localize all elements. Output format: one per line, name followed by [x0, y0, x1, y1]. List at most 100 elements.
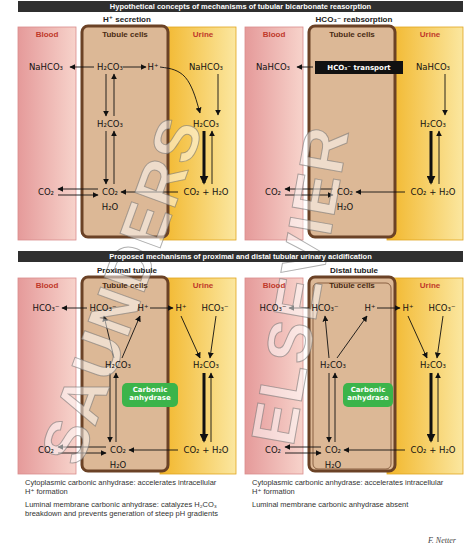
reaction-arrow: [377, 308, 400, 309]
node-text: Tubule cells: [80, 278, 170, 290]
enzyme-label: Carbonic anhydrase: [122, 383, 178, 407]
chemical-species: HCO₃⁻: [429, 303, 456, 313]
chemical-species-holder: H₂O: [337, 202, 354, 212]
chemical-species-holder: H₂O: [102, 202, 119, 212]
blood-column: Blood: [18, 27, 76, 240]
reaction-arrow: [212, 131, 213, 184]
caption-note: Luminal membrane carbonic anhydrase: cat…: [25, 500, 230, 519]
reaction-arrow: [58, 453, 106, 454]
chemical-species: H⁺: [176, 303, 187, 313]
reaction-arrow: [123, 67, 146, 68]
chemical-species: CO₂: [110, 445, 126, 455]
node-text: Tubule cells: [307, 27, 397, 39]
cell-membrane: [82, 26, 168, 237]
reaction-arrow: [218, 74, 219, 115]
chemical-species-holder: HCO₃⁻: [312, 303, 339, 313]
chemical-species-holder: H₂CO₃: [193, 360, 219, 370]
chemical-species: H⁺: [403, 303, 414, 313]
node-text: Blood: [245, 278, 303, 290]
transport-bar: HCO₃⁻ transport: [315, 61, 403, 74]
chemical-species-holder: CO₂: [265, 187, 281, 197]
tubule-lumen: [160, 27, 236, 240]
tubule-cell: Tubule cells: [80, 27, 170, 240]
chemical-species-holder: NaHCO₃: [29, 62, 63, 72]
chemical-species: H₂CO₃: [97, 62, 123, 72]
reaction-arrow: [285, 447, 321, 448]
chemical-species-holder: CO₂ + H₂O: [410, 445, 455, 455]
chemical-species-holder: HCO₃⁻: [33, 303, 60, 313]
tubule-lumen: [160, 278, 236, 474]
artist-signature-holder: F. Netter: [428, 536, 456, 545]
chemical-species-holder: H⁺: [176, 303, 187, 313]
caption-note-holder: Cytoplasmic carbonic anhydrase: accelera…: [252, 478, 452, 497]
cell-membrane: [82, 277, 168, 471]
chemical-species-holder: HCO₃⁻: [429, 303, 456, 313]
reaction-arrow: [437, 316, 443, 358]
reaction-arrow: [285, 195, 333, 196]
chemical-species: H₂CO₃: [193, 119, 219, 129]
chemical-species: H⁺: [138, 303, 149, 313]
urine-lumen: Urine: [170, 27, 236, 240]
chemical-species: CO₂: [102, 187, 118, 197]
chemical-species-holder: CO₂: [325, 445, 341, 455]
reaction-arrow: [62, 308, 87, 309]
chemical-species: H₂CO₃: [97, 119, 123, 129]
reaction-arrow: [104, 316, 114, 358]
reaction-arrow: [297, 67, 313, 68]
blood-vessel: [245, 278, 303, 474]
reaction-arrow: [58, 447, 106, 448]
watermark-holder: SAUNDERS: [26, 107, 217, 473]
reaction-arrow: [122, 316, 140, 358]
panel-title: Distal tubule: [245, 264, 463, 277]
chemical-species: HCO₃⁻: [90, 303, 117, 313]
reaction-arrow: [408, 316, 427, 358]
node-text: Carbonic anhydrase: [346, 387, 390, 402]
reaction-arrow: [439, 131, 440, 184]
tubule-lumen: [387, 278, 463, 474]
chemical-species-holder: CO₂: [110, 445, 126, 455]
node-text: Carbonic anhydrase: [125, 387, 175, 402]
node-text: Blood: [18, 278, 76, 290]
reaction-arrow: [58, 195, 98, 196]
chemical-species-holder: HCO₃⁻: [260, 303, 287, 313]
watermark: SAUNDERS: [26, 107, 217, 473]
node-text: Urine: [170, 27, 236, 39]
chemical-species-holder: CO₂: [265, 445, 281, 455]
caption-note: Cytoplasmic carbonic anhydrase: accelera…: [252, 478, 452, 497]
enzyme-label: Carbonic anhydrase: [343, 383, 393, 407]
chemical-species: HCO₃⁻: [33, 303, 60, 313]
chemical-species: H⁺: [365, 303, 376, 313]
blood-vessel: [245, 27, 303, 240]
reaction-arrow: [116, 373, 117, 442]
chemical-species-holder: H₂CO₃: [420, 119, 446, 129]
chemical-species: HCO₃⁻: [312, 303, 339, 313]
chemical-species: CO₂ + H₂O: [410, 445, 455, 455]
node-text: Urine: [397, 278, 463, 290]
section-heading-band: Hypothetical concepts of mechanisms of t…: [18, 1, 463, 12]
chemical-species: H₂CO₃: [320, 360, 346, 370]
chemical-species: CO₂: [325, 445, 341, 455]
caption-note-holder: Cytoplasmic carbonic anhydrase: accelera…: [25, 478, 225, 497]
node-text: Urine: [170, 278, 236, 290]
reaction-arrow: [337, 316, 367, 358]
chemical-species-holder: NaHCO₃: [189, 62, 223, 72]
chemical-species-holder: HCO₃⁻: [202, 303, 229, 313]
chemical-species-holder: CO₂ + H₂O: [410, 187, 455, 197]
chemical-species: H₂CO₃: [105, 360, 131, 370]
chemical-species: CO₂: [265, 187, 281, 197]
chemical-species-holder: H₂O: [325, 460, 342, 470]
chemical-species-holder: H₂CO₃: [320, 360, 346, 370]
chemical-species: H₂CO₃: [193, 360, 219, 370]
chemical-species: NaHCO₃: [29, 62, 63, 72]
chemical-species: NaHCO₃: [416, 62, 450, 72]
reaction-arrow: [110, 373, 111, 442]
reaction-arrow: [203, 373, 206, 441]
chemical-species: H⁺: [148, 62, 159, 72]
chemical-species: CO₂ + H₂O: [410, 187, 455, 197]
chemical-species: NaHCO₃: [256, 62, 290, 72]
node-text: Urine: [397, 27, 463, 39]
